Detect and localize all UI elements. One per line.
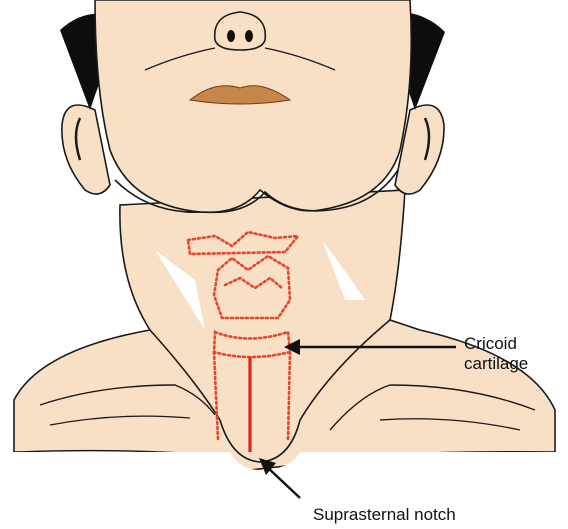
shoulder-gap-right xyxy=(260,452,560,478)
nose xyxy=(215,12,266,50)
cricoid-label-line1: Cricoid xyxy=(464,334,528,354)
nostril-left xyxy=(227,30,235,42)
nostril-right xyxy=(245,30,253,42)
suprasternal-notch-label: Suprasternal notch xyxy=(313,505,456,525)
cricoid-label-line2: cartilage xyxy=(464,354,528,374)
shoulder-gap-left xyxy=(10,452,260,478)
cricoid-cartilage-label: Cricoid cartilage xyxy=(464,334,528,374)
